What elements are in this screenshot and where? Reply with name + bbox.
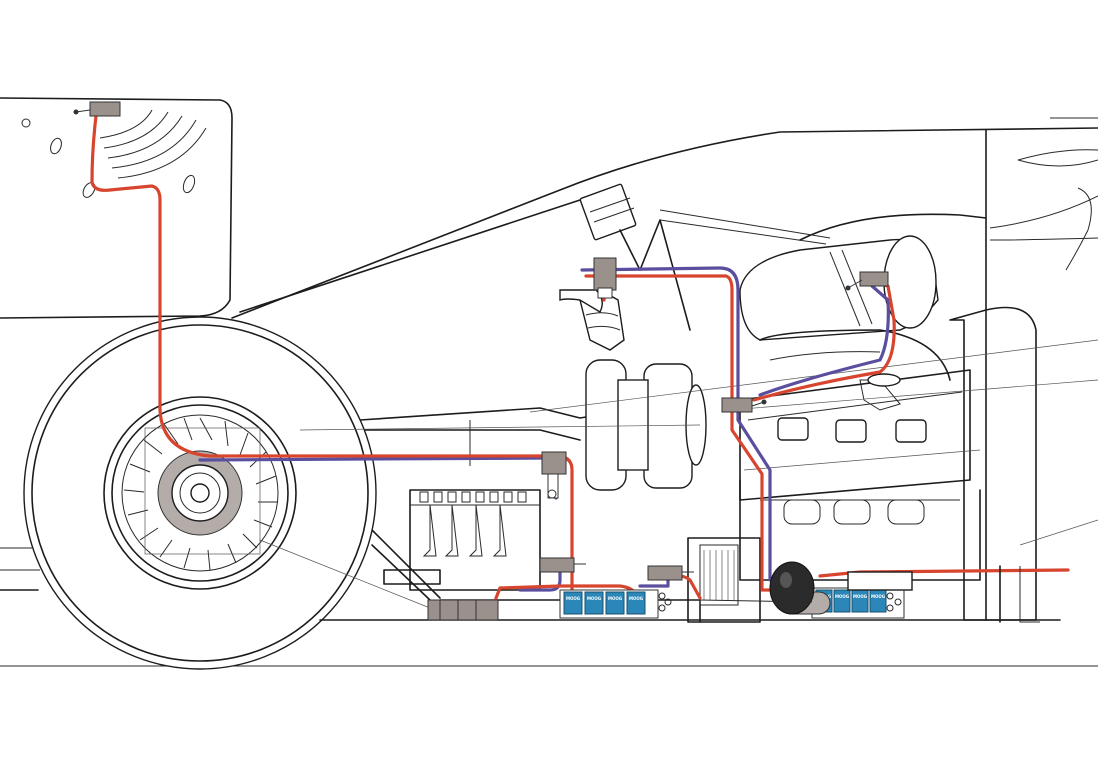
connector-lower-left — [427, 599, 499, 621]
connector-intake-right — [845, 271, 889, 291]
return-pipe — [699, 599, 813, 603]
wheel-spokes — [123, 417, 278, 571]
hydraulic-lines — [90, 114, 1070, 608]
engine-ports — [783, 499, 925, 525]
valve-label: MOOG — [835, 594, 849, 599]
connector-lower-right — [647, 565, 694, 581]
valve-label: MOOG — [853, 594, 867, 599]
servo-valve-icon — [626, 591, 646, 615]
rear-wing-endplate — [0, 97, 233, 319]
servo-valve-icon — [584, 591, 604, 615]
valve-label: MOOG — [629, 596, 643, 601]
valve-label: MOOG — [587, 596, 601, 601]
servo-valve-icon — [605, 591, 625, 615]
connector-lower-mid — [539, 557, 586, 573]
connector-rear-wing — [73, 101, 121, 117]
air-intake-plenum — [579, 183, 939, 341]
rear-wheel — [23, 316, 377, 670]
valve-label: MOOG — [871, 594, 885, 599]
connector-intake-left — [593, 257, 617, 299]
valve-label: MOOG — [566, 596, 580, 601]
servo-valve-icon — [833, 589, 851, 613]
servo-valve-bank-left: MOOG MOOG MOOG MOOG — [559, 589, 672, 619]
turbocharger — [559, 289, 707, 491]
gear-selector-forks — [422, 504, 507, 557]
harness-connectors — [73, 101, 889, 621]
connector-gearbox-top — [541, 451, 567, 499]
valve-label: MOOG — [608, 596, 622, 601]
connector-engine-top — [721, 397, 767, 413]
servo-valve-icon — [563, 591, 583, 615]
engine-cover-bodywork — [231, 117, 1098, 621]
